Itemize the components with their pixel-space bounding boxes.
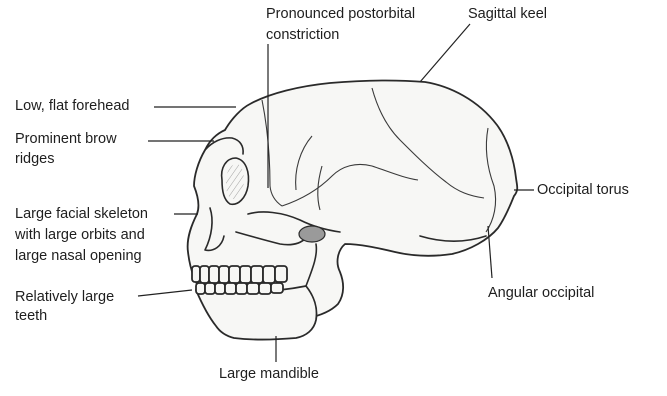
label-prominent-brow-ridges-2: ridges	[15, 150, 55, 169]
leader-teeth	[138, 290, 192, 296]
upper-teeth	[192, 266, 287, 283]
label-low-flat-forehead: Low, flat forehead	[15, 97, 129, 116]
label-relatively-large-teeth-2: teeth	[15, 307, 47, 326]
leader-sagittal	[420, 24, 470, 82]
label-large-facial-skeleton-2: with large orbits and	[15, 226, 145, 245]
label-sagittal-keel: Sagittal keel	[468, 5, 547, 24]
label-large-mandible: Large mandible	[219, 365, 319, 384]
label-large-facial-skeleton-3: large nasal opening	[15, 247, 142, 266]
label-occipital-torus: Occipital torus	[537, 181, 629, 200]
label-postorbital-constriction-1: Pronounced postorbital	[266, 5, 415, 24]
label-prominent-brow-ridges-1: Prominent brow	[15, 130, 117, 149]
label-relatively-large-teeth-1: Relatively large	[15, 288, 114, 307]
ear-opening	[299, 226, 325, 242]
label-postorbital-constriction-2: constriction	[266, 26, 339, 45]
lower-teeth	[196, 283, 283, 294]
label-large-facial-skeleton-1: Large facial skeleton	[15, 205, 148, 224]
label-angular-occipital: Angular occipital	[488, 284, 594, 303]
